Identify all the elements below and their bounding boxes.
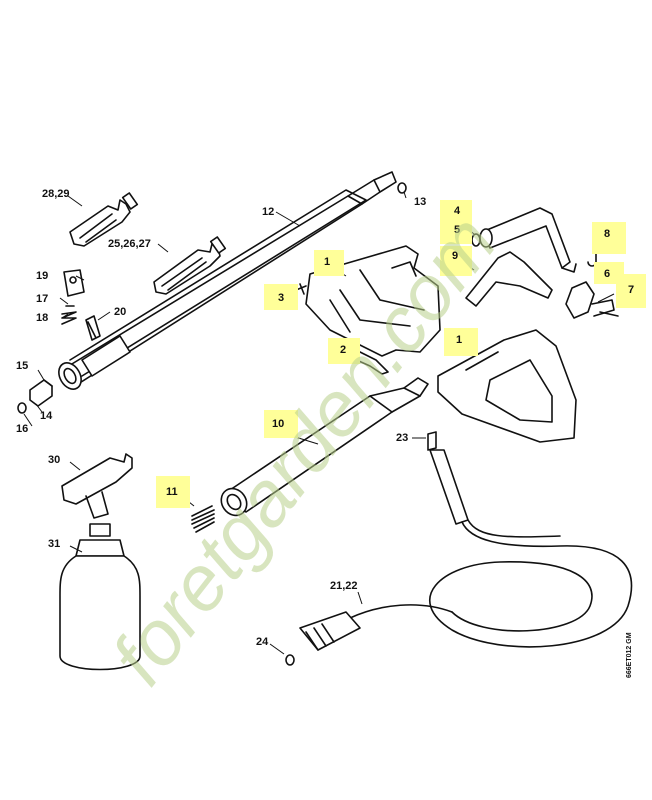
callout-12: 12: [262, 206, 275, 218]
callout-30: 30: [48, 454, 61, 466]
callout-10: 10: [272, 418, 285, 430]
tube-10: [220, 377, 429, 517]
callout-16: 16: [16, 423, 29, 435]
highlight-box-1b: [444, 328, 478, 356]
callout-15: 15: [16, 360, 29, 372]
nozzle-28-29: [69, 192, 139, 247]
highlight-box-3: [264, 284, 298, 310]
callout-25-26-27: 25,26,27: [108, 238, 151, 250]
o-ring-24: [285, 654, 295, 666]
callout-23: 23: [396, 432, 409, 444]
callout-1a: 1: [324, 256, 331, 268]
foam-nozzle-30: [61, 453, 133, 519]
spring-11: [191, 505, 215, 533]
highlight-box-9: [440, 246, 472, 276]
handle-1: [437, 329, 577, 443]
nozzle-25-26-27: [153, 236, 227, 295]
spring-17-18: [61, 305, 77, 325]
callout-17: 17: [36, 293, 49, 305]
highlight-box-11: [156, 476, 190, 508]
callout-28-29: 28,29: [42, 188, 70, 200]
callout-18: 18: [36, 312, 49, 324]
callout-14: 14: [40, 410, 53, 422]
callout-20: 20: [114, 306, 127, 318]
callout-19: 19: [36, 270, 49, 282]
callout-24: 24: [256, 636, 269, 648]
highlight-box-8: [592, 222, 626, 254]
o-ring-16: [17, 402, 27, 414]
callout-3: 3: [278, 292, 285, 304]
callout-11: 11: [166, 486, 178, 498]
callout-13: 13: [414, 196, 427, 208]
highlight-box-4-5: [440, 200, 472, 244]
callout-31: 31: [48, 538, 61, 550]
highlight-box-1a: [314, 250, 344, 276]
connector-15: [29, 379, 53, 407]
callout-8: 8: [604, 228, 611, 240]
lance-tube-12: [58, 171, 397, 390]
wire-clip-20: [85, 315, 101, 341]
callout-7: 7: [628, 284, 635, 296]
callout-2: 2: [340, 344, 347, 356]
highlight-box-7: [616, 274, 646, 308]
highlight-box-10: [264, 410, 298, 438]
hose-23-21-22: [299, 431, 633, 651]
callout-1b: 1: [456, 334, 463, 346]
clip-19: [63, 269, 85, 297]
callout-4: 4: [454, 205, 461, 217]
callout-9: 9: [452, 250, 459, 262]
valve-6-7: [565, 281, 619, 319]
callout-21-22: 21,22: [330, 580, 358, 592]
o-ring-13: [397, 182, 407, 194]
callout-5: 5: [454, 224, 461, 236]
trigger-cover-9: [465, 251, 553, 307]
diagram-code: 666ET012 GM: [626, 632, 633, 678]
elbow-pipe-4-5: [471, 207, 577, 273]
foam-bottle-31: [59, 523, 141, 671]
highlight-box-2: [328, 338, 360, 364]
callout-6: 6: [604, 268, 611, 280]
